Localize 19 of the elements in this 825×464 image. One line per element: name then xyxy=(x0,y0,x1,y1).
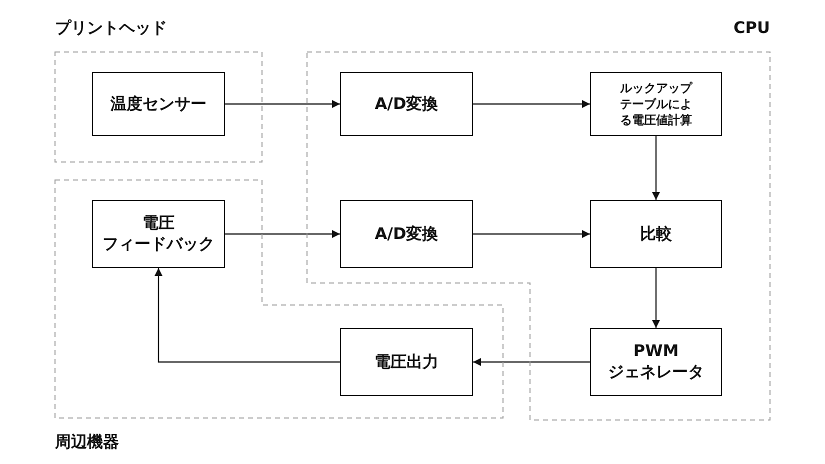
process-box: A/D変換 xyxy=(340,72,473,136)
process-box: 温度センサー xyxy=(92,72,225,136)
arrow xyxy=(652,136,660,200)
process-box: ルックアップテーブルによる電圧値計算 xyxy=(590,72,722,136)
group-label: プリントヘッド xyxy=(55,18,167,39)
arrow xyxy=(652,268,660,328)
process-box: 比較 xyxy=(590,200,722,268)
group-label: 周辺機器 xyxy=(55,432,119,453)
arrow xyxy=(154,268,340,363)
process-box: A/D変換 xyxy=(340,200,473,268)
process-box: 電圧出力 xyxy=(340,328,473,396)
process-box: 電圧フィードバック xyxy=(92,200,225,268)
group-label: CPU xyxy=(734,18,770,37)
arrow xyxy=(225,230,340,238)
arrow xyxy=(225,100,340,108)
arrow xyxy=(473,100,590,108)
arrow xyxy=(473,230,590,238)
process-box: PWMジェネレータ xyxy=(590,328,722,396)
arrow xyxy=(473,358,590,366)
